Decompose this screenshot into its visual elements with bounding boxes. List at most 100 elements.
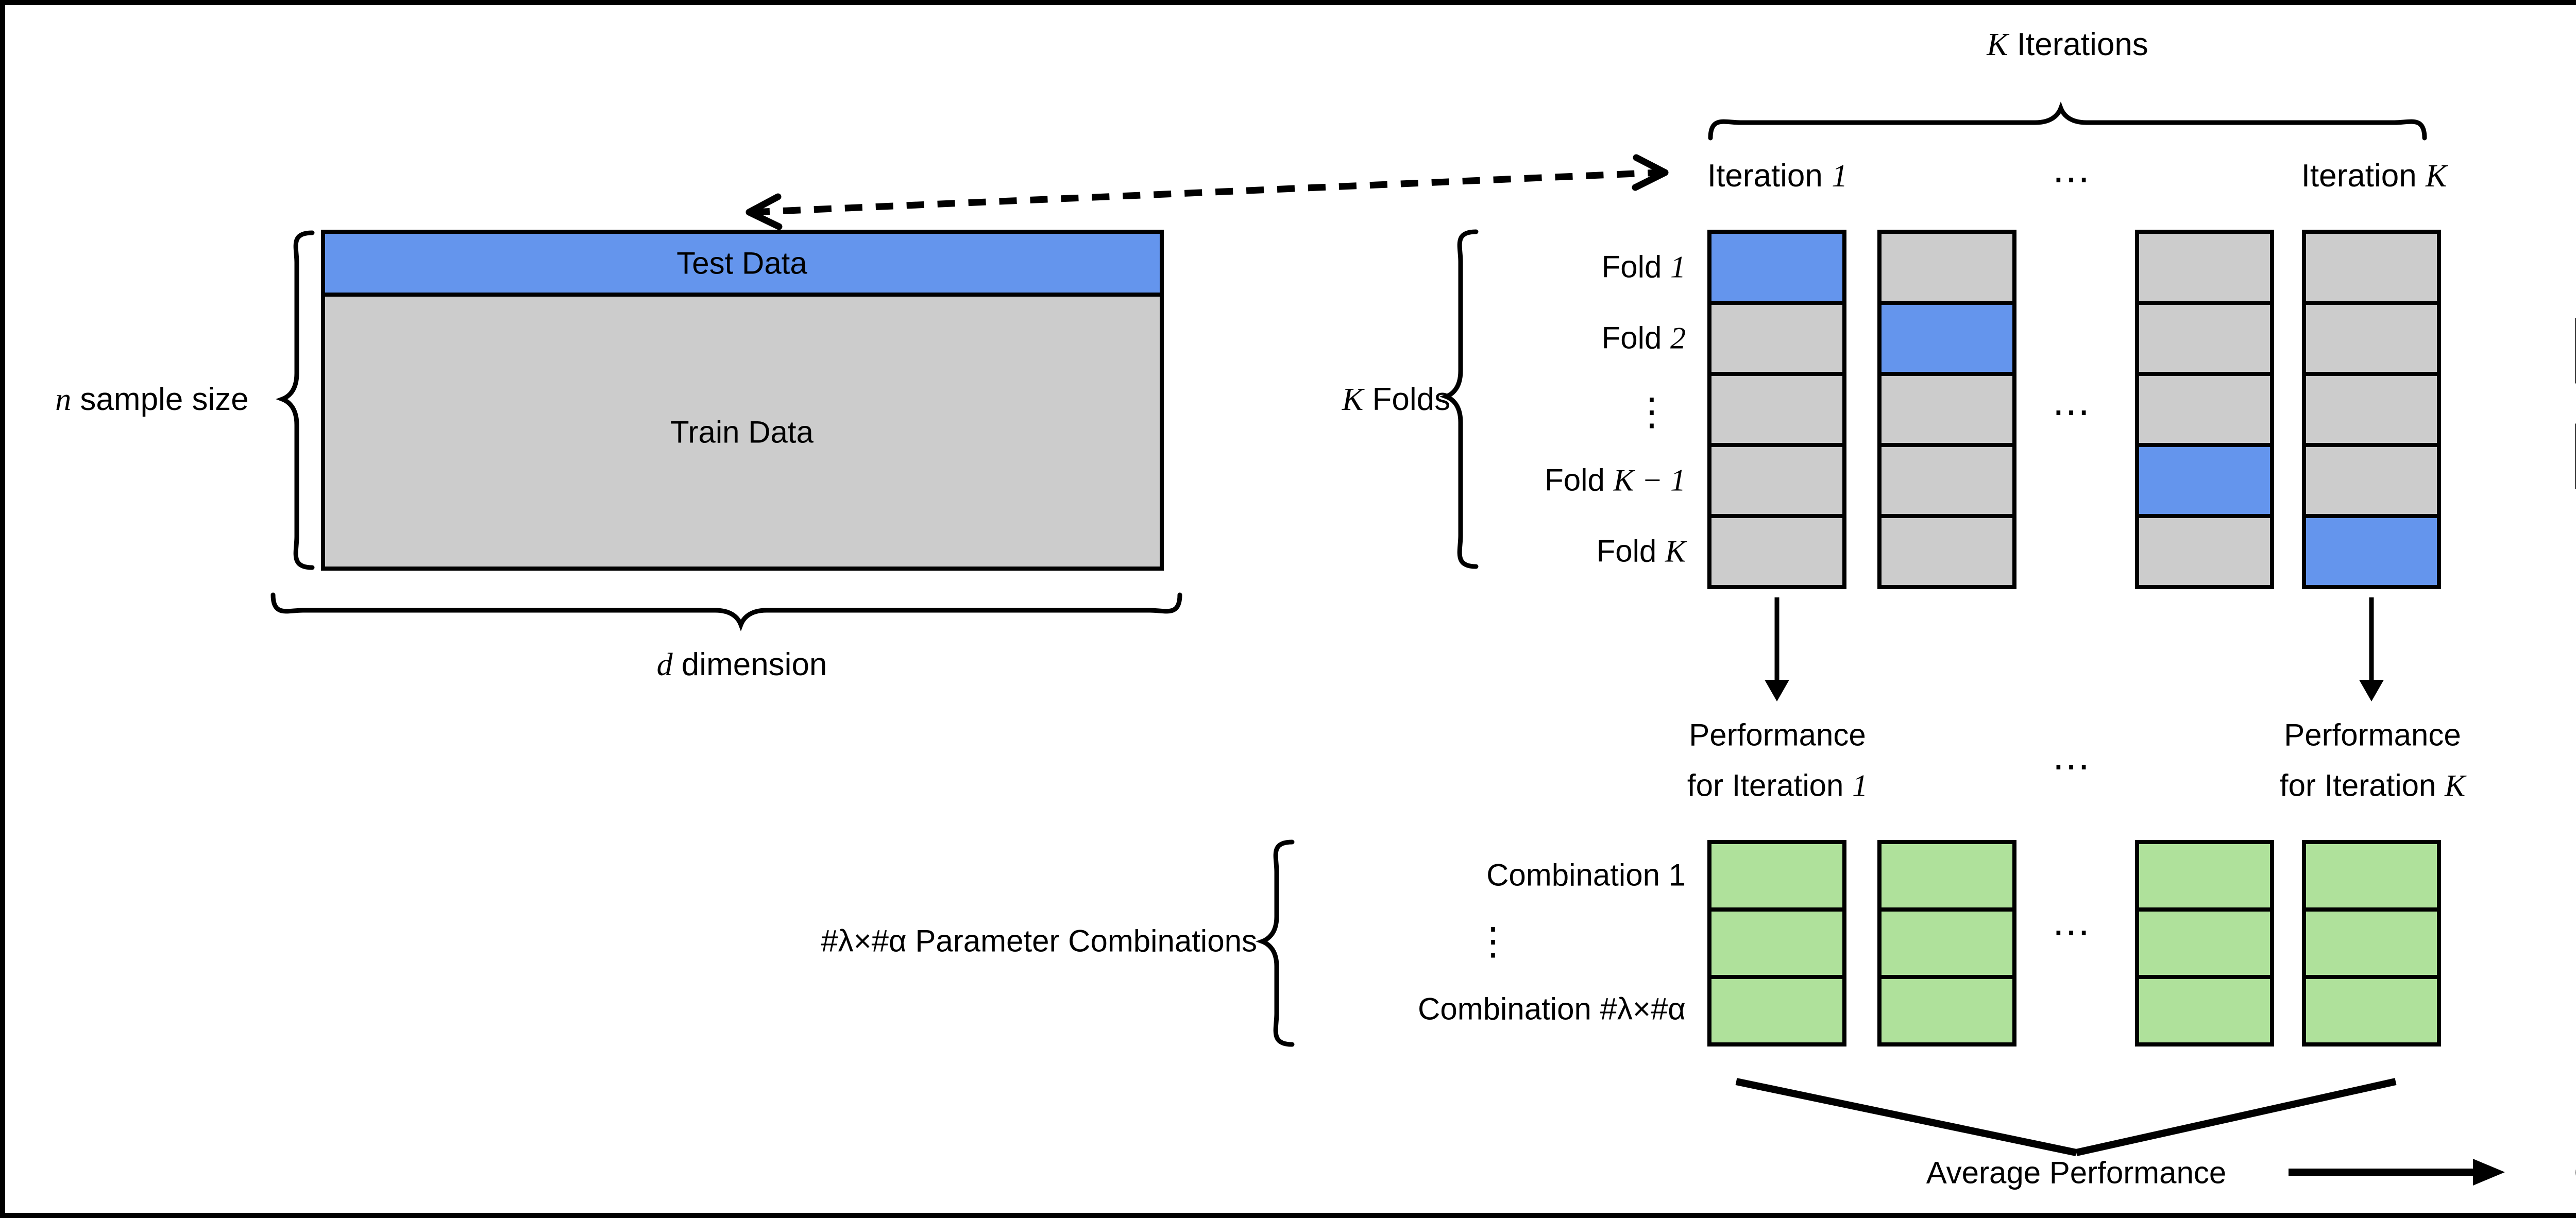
fold-cell — [1877, 443, 2016, 518]
fold-cell — [1707, 230, 1846, 305]
performance-right-line1: Performance — [2284, 717, 2461, 752]
fold-row-label-k-minus-1: Fold K − 1 — [1545, 462, 1686, 499]
fold-cell — [1877, 230, 2016, 305]
folds-brace-label: K Folds — [1342, 381, 1450, 419]
performance-cell — [2135, 975, 2274, 1047]
fold-row-4-index: K − 1 — [1613, 463, 1686, 498]
fold-cell — [1877, 372, 2016, 447]
iteration-column-3 — [2135, 230, 2274, 589]
fold-body-ellipsis: ⋯ — [2052, 390, 2090, 433]
fold-cell — [2135, 443, 2274, 518]
iteration-column-1 — [1707, 230, 1846, 589]
dimension-label: d dimension — [657, 646, 827, 684]
data-matrix-group — [321, 230, 1164, 571]
train-data-label: Train Data — [670, 415, 814, 450]
fold-cell — [2135, 301, 2274, 376]
performance-column-4 — [2302, 840, 2441, 1047]
sample-size-brace — [276, 230, 315, 570]
average-converge-arrow — [1735, 1078, 2397, 1156]
fold-cell — [1877, 514, 2016, 589]
fold-row-4-text: Fold — [1545, 462, 1614, 498]
fold-row-label-1: Fold 1 — [1602, 249, 1686, 286]
combination-body-ellipsis: ⋯ — [2052, 911, 2090, 953]
fold-cell — [2302, 514, 2441, 589]
fold-cell — [1707, 443, 1846, 518]
performance-right-line2: for Iteration K — [2280, 768, 2465, 804]
fold-row-label-k: Fold K — [1597, 534, 1686, 570]
fold-cell — [2302, 372, 2441, 447]
performance-left-line2: for Iteration 1 — [1687, 768, 1868, 804]
fold-cell — [2302, 301, 2441, 376]
fold-cell — [1877, 301, 2016, 376]
split-flow-dashed-arrow — [745, 154, 1669, 230]
folds-brace-text: Folds — [1363, 381, 1451, 417]
iterations-brace — [1708, 101, 2427, 141]
dimension-brace — [270, 592, 1182, 631]
fold-row-2-text: Fold — [1601, 320, 1670, 355]
iteration-column-2 — [1877, 230, 2016, 589]
train-data-block — [321, 293, 1164, 571]
fold-cell — [2135, 230, 2274, 305]
fold-row-1-text: Fold — [1601, 249, 1670, 284]
iterations-title-text: Iterations — [2008, 26, 2148, 62]
performance-ellipsis: ⋯ — [2052, 745, 2090, 787]
test-data-block — [321, 230, 1164, 297]
fold-row-5-text: Fold — [1596, 534, 1665, 569]
iteration-k-header-text: Iteration — [2301, 158, 2426, 194]
fold-cell — [2135, 514, 2274, 589]
fold-cell — [1707, 514, 1846, 589]
fold-row-5-index: K — [1665, 534, 1686, 569]
iteration-1-header: Iteration 1 — [1707, 157, 1848, 195]
performance-left-line2-text: for Iteration — [1687, 768, 1853, 803]
average-performance-label: Average Performance — [1926, 1155, 2227, 1190]
performance-cell — [2135, 840, 2274, 912]
performance-cell — [2135, 907, 2274, 979]
performance-cell — [1707, 840, 1846, 912]
sample-size-symbol: n — [55, 382, 72, 417]
performance-right-line2-index: K — [2445, 768, 2466, 803]
iteration-header-ellipsis: ⋯ — [2052, 158, 2090, 200]
sample-size-text: sample size — [71, 381, 249, 417]
fold-cell — [2302, 230, 2441, 305]
performance-column-1 — [1707, 840, 1846, 1047]
combination-row-label-1: Combination 1 — [1486, 857, 1686, 893]
optimal-result-arrow — [2289, 1159, 2505, 1186]
parameter-combinations-brace — [1256, 839, 1295, 1047]
fold-cell — [2135, 372, 2274, 447]
performance-left-line2-index: 1 — [1852, 768, 1868, 803]
performance-cell — [1707, 907, 1846, 979]
combination-row-ellipsis: ⋮ — [1474, 920, 1512, 963]
performance-cell — [1707, 975, 1846, 1047]
fold-row-ellipsis: ⋮ — [1633, 390, 1671, 434]
performance-cell — [2302, 975, 2441, 1047]
diagram-svg — [270, 101, 2576, 1186]
iterations-title: K Iterations — [1987, 26, 2148, 64]
iteration-column-4 — [2302, 230, 2441, 589]
performance-cell — [1877, 907, 2016, 979]
iteration-k-header: Iteration K — [2301, 157, 2447, 195]
fold-row-2-index: 2 — [1670, 321, 1686, 355]
performance-cell — [2302, 907, 2441, 979]
optimal-parameter-combination-label: Optimal Parameter Combination — [2574, 1155, 2576, 1192]
performance-arrow-right — [2359, 597, 2384, 701]
folds-brace — [1439, 229, 1479, 569]
performance-column-3 — [2135, 840, 2274, 1047]
dimension-symbol: d — [656, 647, 673, 682]
iterations-symbol: K — [1987, 27, 2008, 62]
performance-left-line1: Performance — [1689, 717, 1866, 752]
performance-cell — [1877, 975, 2016, 1047]
iteration-1-header-text: Iteration — [1707, 158, 1832, 194]
fold-cell — [2302, 443, 2441, 518]
performance-right-line2-text: for Iteration — [2279, 768, 2445, 803]
folds-symbol: K — [1342, 382, 1364, 417]
combination-row-label-last: Combination #λ×#α — [1418, 991, 1686, 1026]
dimension-text: dimension — [672, 646, 827, 682]
fold-row-label-2: Fold 2 — [1602, 320, 1686, 357]
sample-size-label: n sample size — [55, 381, 249, 419]
performance-cell — [1877, 840, 2016, 912]
test-data-label: Test Data — [676, 246, 807, 281]
parameter-combinations-label: #λ×#α Parameter Combinations — [821, 923, 1257, 958]
fold-cell — [1707, 372, 1846, 447]
performance-column-2 — [1877, 840, 2016, 1047]
